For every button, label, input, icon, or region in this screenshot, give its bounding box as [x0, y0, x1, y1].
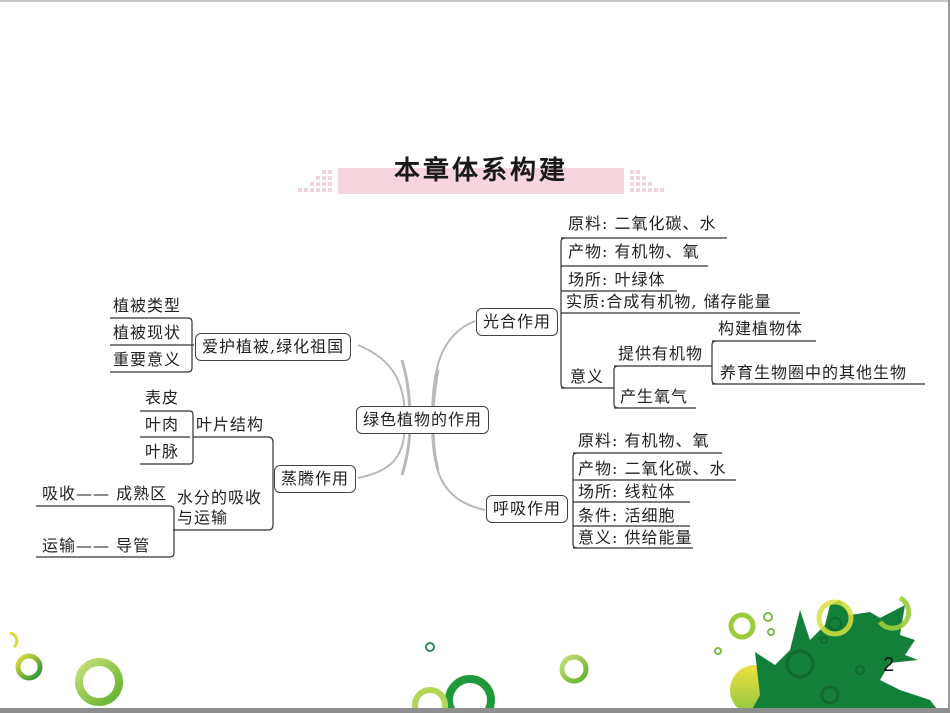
- title-dots-right: [628, 168, 668, 194]
- branch-respiration: 呼吸作用: [486, 495, 569, 523]
- leaf-water-absorption-line1: 水分的吸收: [177, 488, 263, 507]
- root-node: 绿色植物的作用: [356, 406, 490, 434]
- leaf-epidermis: 表皮: [145, 388, 180, 407]
- slide-right-border: [948, 0, 950, 713]
- leaf-ps-products: 产物: 有机物、氧: [568, 242, 700, 261]
- branch-transpiration: 蒸腾作用: [274, 465, 357, 493]
- leaf-vegetation-types: 植被类型: [113, 296, 182, 315]
- maple-leaf-decoration: [730, 595, 940, 713]
- title-band: [338, 168, 624, 194]
- leaf-vegetation-status: 植被现状: [113, 323, 182, 342]
- page-number: 2: [883, 654, 895, 676]
- slide-top-border: [0, 0, 950, 2]
- leaf-importance: 重要意义: [113, 350, 182, 369]
- title-dots-left: [296, 168, 336, 194]
- leaf-provide-organic: 提供有机物: [618, 344, 704, 363]
- branch-photosynthesis: 光合作用: [476, 308, 559, 336]
- leaf-produce-oxygen: 产生氧气: [620, 387, 689, 406]
- leaf-resp-location: 场所: 线粒体: [578, 482, 676, 501]
- circle-decorations: [9, 612, 775, 713]
- leaf-ps-raw-materials: 原料: 二氧化碳、水: [568, 214, 717, 233]
- leaf-resp-products: 产物: 二氧化碳、水: [578, 459, 727, 478]
- leaf-ps-essence: 实质:合成有机物, 储存能量: [566, 292, 772, 311]
- leaf-water-absorption-line2: 与运输: [177, 508, 229, 527]
- page-title: 本章体系构建: [393, 156, 568, 186]
- leaf-ps-location: 场所: 叶绿体: [568, 270, 666, 289]
- leaf-absorption-zone: 吸收—— 成熟区: [42, 484, 168, 503]
- leaf-vein: 叶脉: [145, 442, 180, 461]
- leaf-ps-significance: 意义: [570, 367, 605, 386]
- slide-bottom-border: [0, 708, 950, 713]
- leaf-build-plant-body: 构建植物体: [718, 319, 804, 338]
- leaf-resp-significance: 意义: 供给能量: [578, 528, 693, 547]
- leaf-nourish-biosphere: 养育生物圈中的其他生物: [720, 363, 908, 382]
- leaf-transport-vessel: 运输—— 导管: [42, 536, 151, 555]
- leaf-mesophyll: 叶肉: [145, 415, 180, 434]
- branch-protect-vegetation: 爱护植被,绿化祖国: [195, 333, 352, 361]
- leaf-resp-raw-materials: 原料: 有机物、氧: [578, 431, 710, 450]
- leaf-leaf-structure: 叶片结构: [196, 415, 265, 434]
- leaf-resp-condition: 条件: 活细胞: [578, 506, 676, 525]
